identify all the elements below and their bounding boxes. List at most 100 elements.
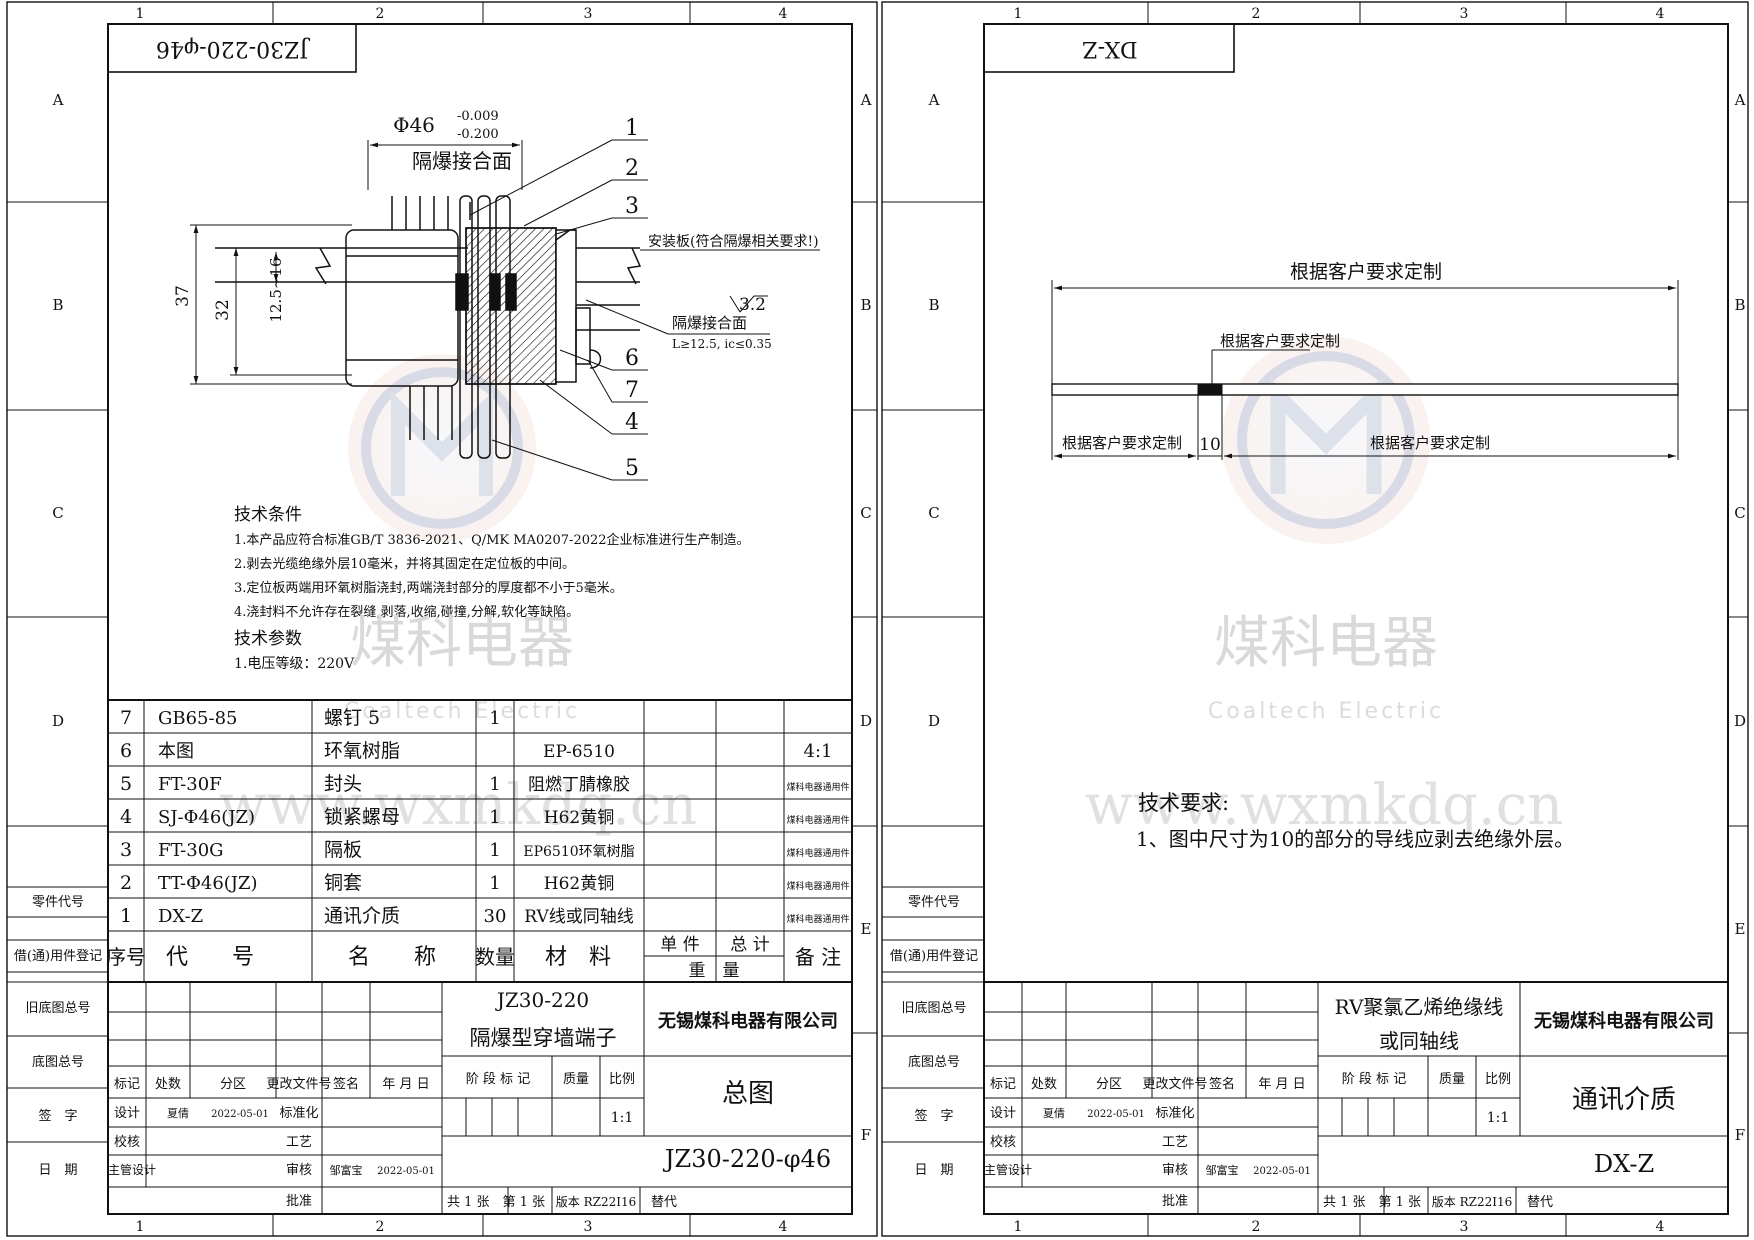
bom-cell-no: 1 [120, 905, 132, 927]
bom-cell-code: SJ-Φ46(JZ) [158, 807, 255, 828]
review-date: 2022-05-01 [1253, 1166, 1311, 1177]
left-stage-label: 阶 段 标 记 [466, 1072, 530, 1087]
bom-cell-code: GB65-85 [158, 708, 238, 729]
bom-cell-note: 煤科电器通用件 [786, 880, 849, 892]
bom-cell-note: 煤科电器通用件 [786, 781, 849, 793]
check-label: 校核 [114, 1134, 140, 1150]
chief-design-label: 主管设计 [984, 1162, 1032, 1177]
flame-face-label-2: 隔爆接合面 [672, 314, 747, 332]
bom-cell-qty: 1 [489, 708, 500, 729]
left-col-label-2: 2 [376, 6, 385, 22]
rev-file-label: 更改文件号 [266, 1077, 331, 1092]
left-title-stamp: JZ30-220-φ46 [156, 36, 310, 61]
left-sign-label: 签 字 [38, 1108, 77, 1124]
wire-left-length: 根据客户要求定制 [1062, 434, 1182, 452]
wire-strip-length: 10 [1199, 435, 1221, 455]
left-col-label-3-bottom: 3 [584, 1219, 593, 1235]
std-label: 标准化 [279, 1106, 318, 1121]
rev-file-label: 更改文件号 [1142, 1077, 1207, 1092]
left-row-label-C: C [52, 504, 63, 522]
right-col-label-4: 4 [1656, 6, 1665, 22]
bom-cell-name: 铜套 [324, 872, 362, 894]
design-date: 2022-05-01 [211, 1109, 269, 1120]
right-watermark-cn: 煤科电器 [1214, 611, 1438, 676]
right-row-label-A-right: A [1734, 91, 1746, 109]
left-title-block-grid [107, 981, 853, 1215]
bom-cell-no: 2 [120, 872, 132, 894]
bom-cell-note: 煤科电器通用件 [786, 814, 849, 826]
left-drawing-name: 总图 [722, 1079, 774, 1109]
connector-dimensions [190, 140, 523, 385]
approve-label: 批准 [286, 1194, 312, 1209]
bom-cell-note: 煤科电器通用件 [786, 913, 849, 925]
chief-design-label: 主管设计 [108, 1162, 156, 1177]
reviewer-name: 邹富宝 [330, 1163, 363, 1177]
left-replace: 替代 [651, 1195, 677, 1210]
right-sheet-info: 共 1 张 第 1 张 [1323, 1195, 1421, 1210]
designer-name: 夏倩 [1043, 1107, 1065, 1120]
bom-cell-name: 环氧树脂 [324, 740, 400, 762]
right-part-code-label: 零件代号 [908, 895, 960, 910]
tech-condition-3: 3.定位板两端用环氧树脂浇封,两端浇封部分的厚度都不小于5毫米。 [234, 580, 623, 596]
right-drawing-number: DX-Z [1594, 1150, 1654, 1178]
right-title-block-grid [983, 981, 1729, 1215]
flame-face-label: 隔爆接合面 [412, 149, 512, 173]
reviewer-name: 邹富宝 [1206, 1163, 1239, 1177]
right-row-label-D: D [928, 712, 940, 730]
right-stage-label: 阶 段 标 记 [1342, 1072, 1406, 1087]
bom-header-unit: 单 件 [660, 935, 699, 955]
balloon-leaders [469, 139, 648, 481]
right-sign-label: 签 字 [914, 1108, 953, 1124]
right-tech-heading: 技术要求: [1138, 791, 1229, 815]
left-old-no-label: 旧底图总号 [25, 1000, 90, 1016]
right-row-label-F-right: F [1735, 1126, 1745, 1144]
roughness-value: 3.2 [739, 295, 766, 315]
bom-cell-no: 6 [120, 740, 132, 762]
right-col-label-4-bottom: 4 [1656, 1219, 1665, 1235]
left-drawing-sheet: 1 2 3 4 1 2 3 4 A B C D A B C D E F JZ30… [6, 1, 878, 1237]
left-row-label-B-right: B [860, 296, 871, 314]
right-drawing-name: 通讯介质 [1572, 1085, 1676, 1115]
right-revision-labels: 标记 处数 分区 更改文件号 签名 年 月 日 设计 夏倩 2022-05-01… [984, 1076, 1311, 1209]
bom-cell-code: FT-30F [158, 774, 222, 795]
right-ratio-label: 比例 [1485, 1072, 1511, 1087]
left-sheet-info: 共 1 张 第 1 张 [447, 1195, 545, 1210]
right-base-no-label: 底图总号 [908, 1054, 960, 1070]
bom-cell-qty: 1 [489, 873, 500, 894]
left-mass-label: 质量 [563, 1072, 589, 1087]
right-row-label-D-right: D [1734, 712, 1746, 730]
bom-cell-material: 阻燃丁腈橡胶 [528, 775, 630, 795]
left-borrow-label: 借(通)用件登记 [14, 949, 102, 964]
dia-main-text: Φ46 [393, 113, 435, 137]
left-row-label-F-right: F [861, 1126, 871, 1144]
balloon-3: 3 [625, 194, 639, 219]
right-col-label-3-bottom: 3 [1460, 1219, 1469, 1235]
rev-mark-label: 标记 [990, 1077, 1016, 1092]
left-col-label-2-bottom: 2 [376, 1219, 385, 1235]
right-borrow-label: 借(通)用件登记 [890, 949, 978, 964]
left-product-code: JZ30-220 [495, 988, 589, 1012]
bom-cell-no: 5 [120, 773, 132, 795]
tech-condition-1: 1.本产品应符合标准GB/T 3836-2021、Q/MK MA0207-202… [234, 532, 750, 548]
right-col-label-2-bottom: 2 [1252, 1219, 1261, 1235]
bom-cell-material: RV线或同轴线 [524, 907, 633, 927]
bom-cell-qty: 30 [484, 906, 507, 927]
left-col-label-4: 4 [779, 6, 788, 22]
left-revision-labels: 标记 处数 分区 更改文件号 签名 年 月 日 设计 夏倩 2022-05-01… [108, 1076, 435, 1209]
bom-header-qty: 数量 [475, 945, 515, 969]
right-row-label-B-right: B [1734, 296, 1745, 314]
left-col-label-1: 1 [136, 6, 145, 22]
bom-cell-code: FT-30G [158, 840, 224, 861]
bom-cell-code: TT-Φ46(JZ) [158, 873, 258, 894]
right-date-label: 日 期 [914, 1163, 953, 1178]
rev-mark-label: 标记 [114, 1077, 140, 1092]
right-row-label-C: C [928, 504, 939, 522]
left-version: 版本 RZ22I16 [556, 1195, 636, 1209]
bom-header-name: 名 称 [348, 945, 436, 970]
flame-face-requirement: L≥12.5, ic≤0.35 [672, 337, 772, 351]
design-label: 设计 [990, 1106, 1016, 1121]
review-label: 审核 [286, 1163, 312, 1178]
review-label: 审核 [1162, 1163, 1188, 1178]
right-title-stamp: DX-Z [1082, 36, 1137, 61]
